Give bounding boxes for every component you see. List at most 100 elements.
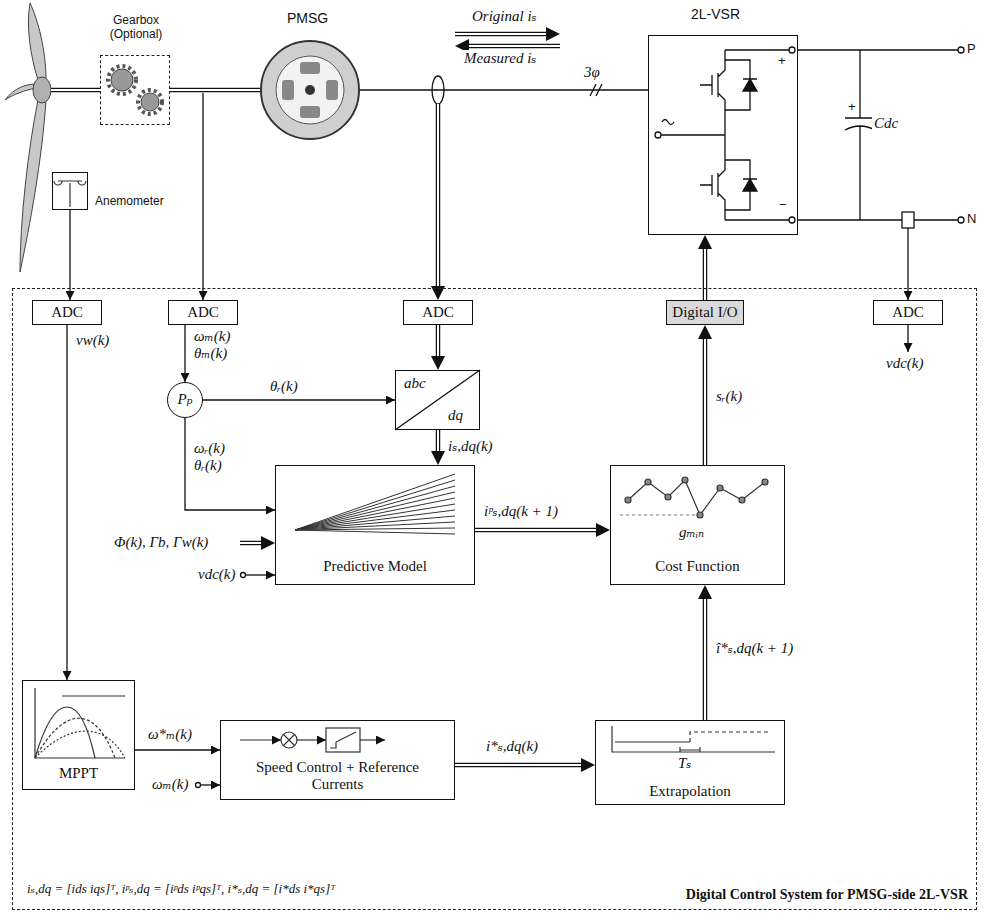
signal-label: + bbox=[776, 54, 788, 69]
model-inputs bbox=[246, 574, 275, 575]
connector bbox=[455, 765, 587, 766]
connector-line bbox=[135, 749, 220, 750]
pmsg-machine bbox=[326, 80, 338, 100]
wind-turbine bbox=[5, 84, 36, 100]
node-text: dq bbox=[448, 407, 463, 424]
connector-line bbox=[360, 89, 648, 90]
pmsg-machine bbox=[305, 85, 315, 95]
mppt-curves bbox=[35, 731, 125, 758]
node-text: Extrapolation bbox=[649, 783, 731, 800]
connector bbox=[438, 325, 439, 362]
vsr-circuit bbox=[700, 160, 757, 210]
mppt-curves bbox=[35, 688, 125, 758]
speed-controller bbox=[326, 728, 360, 752]
connector-line bbox=[703, 243, 708, 300]
signal-label: iₛ,dq = [ids iqs]ᵀ, iᵖₛ,dq = [iᵖds iᵖqs]… bbox=[25, 882, 337, 897]
connector bbox=[170, 90, 260, 91]
signal-label: ωₘ(k) bbox=[150, 776, 190, 793]
process-box: TₛExtrapolation bbox=[595, 720, 785, 805]
node-text: Cost Function bbox=[655, 558, 740, 575]
model-inputs bbox=[201, 784, 220, 785]
signal-label: ω*ₘ(k) bbox=[146, 726, 194, 743]
connector-line bbox=[185, 418, 275, 510]
io-box: Digital I/O bbox=[666, 300, 744, 325]
cost-plot bbox=[665, 494, 671, 500]
connector-line bbox=[170, 89, 260, 91]
adc-box: ADC bbox=[32, 300, 102, 325]
connector bbox=[185, 418, 275, 510]
connector-line bbox=[703, 593, 708, 720]
anemometer-icon bbox=[54, 181, 86, 207]
prediction-fan bbox=[295, 474, 455, 534]
node-text: Digital Control System for PMSG-side 2L-… bbox=[686, 887, 968, 903]
gears bbox=[138, 90, 162, 114]
gears bbox=[141, 93, 159, 111]
signal-label: iᵖₛ,dq(k + 1) bbox=[482, 503, 560, 520]
node-text: Digital I/O bbox=[672, 304, 737, 321]
signal-label: − bbox=[777, 198, 789, 213]
speed-controller bbox=[240, 739, 281, 740]
speed-controller bbox=[281, 732, 297, 748]
connector-line bbox=[436, 325, 441, 362]
cost-plot bbox=[682, 477, 688, 483]
signal-label: Measured iₛ bbox=[462, 50, 538, 67]
voltage-sensor bbox=[902, 212, 914, 228]
node-text: PMSG bbox=[287, 10, 328, 26]
turbine-shaft bbox=[51, 88, 100, 93]
pmsg-machine bbox=[300, 62, 320, 74]
node-text: Tₛ bbox=[678, 755, 691, 772]
pmsg-machine bbox=[262, 42, 358, 138]
cost-plot bbox=[620, 514, 695, 515]
prediction-fan bbox=[295, 528, 455, 530]
speed-controller bbox=[284, 735, 295, 746]
mppt-curves bbox=[35, 688, 125, 758]
prediction-fan bbox=[295, 510, 455, 530]
connector-line bbox=[203, 399, 395, 400]
turbine-shaft bbox=[51, 89, 100, 91]
speed-controller bbox=[360, 739, 385, 740]
wind-turbine bbox=[5, 3, 51, 272]
speed-controller bbox=[297, 739, 326, 740]
speed-controller bbox=[330, 732, 356, 748]
voltage-sensor bbox=[902, 212, 914, 352]
connector-line bbox=[455, 764, 581, 766]
extrapolation-plot bbox=[680, 747, 700, 752]
signal-label: ωₘ(k) θₘ(k) bbox=[192, 328, 248, 363]
connector bbox=[70, 210, 71, 300]
connector-line bbox=[475, 529, 596, 531]
current-flow-arrows bbox=[455, 32, 552, 37]
abc-dq-divider bbox=[395, 370, 480, 430]
gears bbox=[108, 66, 136, 94]
generator-circle: PMSG bbox=[260, 40, 360, 140]
signal-label: 3φ bbox=[582, 64, 602, 81]
model-inputs bbox=[240, 541, 267, 546]
gears bbox=[108, 66, 162, 114]
connector bbox=[705, 243, 706, 300]
dc-bus bbox=[845, 50, 875, 220]
wind-turbine bbox=[33, 77, 51, 103]
shaft-speed-tap bbox=[202, 93, 203, 300]
vsr-circuit bbox=[789, 217, 795, 223]
vsr-circuit bbox=[660, 50, 792, 220]
signal-label: + bbox=[846, 100, 858, 115]
vsr-circuit bbox=[662, 120, 674, 125]
connector-line bbox=[475, 528, 602, 533]
node-text: MPPT bbox=[59, 765, 98, 782]
current-sensor bbox=[436, 104, 441, 292]
vsr-circuit bbox=[743, 179, 757, 191]
connector bbox=[475, 530, 602, 531]
signal-label: vdc(k) bbox=[196, 566, 237, 583]
signal-label: î*ₛ,dq(k + 1) bbox=[714, 640, 795, 657]
shaft-speed-tap bbox=[202, 93, 203, 300]
cost-plot bbox=[697, 512, 703, 518]
signal-label: ωᵣ(k) θᵣ(k) bbox=[192, 440, 248, 475]
node-text: 2L-VSR bbox=[691, 6, 740, 22]
signal-label: iₛ,dq(k) bbox=[446, 438, 495, 455]
signal-label: Cdc bbox=[872, 115, 900, 132]
cost-plot bbox=[762, 479, 768, 485]
connector-line bbox=[170, 88, 260, 93]
node-text: ADC bbox=[187, 304, 219, 321]
cost-plot bbox=[628, 480, 765, 515]
pmsg-machine bbox=[282, 80, 294, 100]
